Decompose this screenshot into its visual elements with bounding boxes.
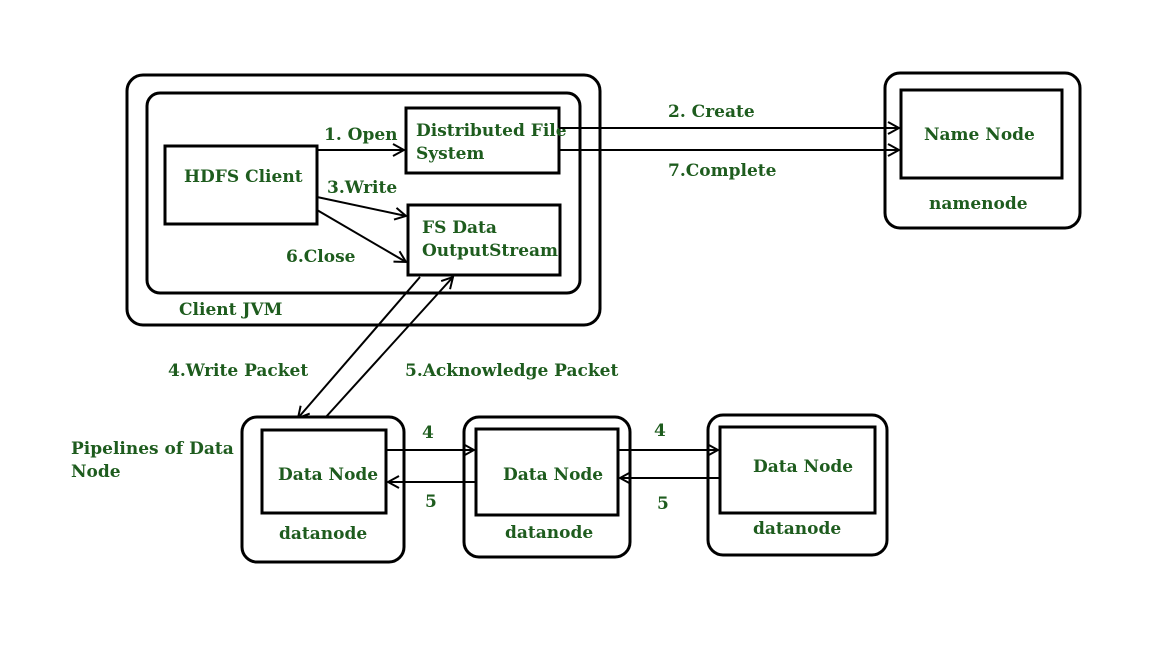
- datanode-1-box-label: Data Node: [278, 465, 378, 485]
- acknowledge-packet-arrow: [324, 277, 453, 419]
- datanode-3-inner-box: [718, 425, 877, 515]
- dfs-label-line1: Distributed File: [416, 121, 567, 141]
- dfs-label-line2: System: [416, 144, 484, 164]
- pipeline-forward-label-2: 4: [654, 421, 666, 441]
- pipeline-backward-label-1: 5: [425, 492, 437, 512]
- datanode-2-caption: datanode: [505, 523, 593, 543]
- datanode-3-caption: datanode: [753, 519, 841, 539]
- fsdos-label-line1: FS Data: [422, 218, 497, 238]
- write-packet-arrow: [298, 276, 421, 418]
- step-write-label: 3.Write: [327, 178, 397, 198]
- step-close-label: 6.Close: [286, 247, 356, 267]
- hdfs-client-box: [163, 144, 319, 226]
- datanode-2-box-label: Data Node: [503, 465, 603, 485]
- fsdos-label-line2: OutputStream: [422, 241, 558, 261]
- write-arrow: [316, 196, 406, 216]
- step-write-packet-label: 4.Write Packet: [168, 361, 308, 381]
- client-jvm-label: Client JVM: [179, 300, 283, 320]
- hdfs-client-label: HDFS Client: [184, 167, 303, 187]
- namenode-caption: namenode: [929, 194, 1028, 214]
- namenode-box-label: Name Node: [924, 125, 1035, 145]
- pipeline-label-line2: Node: [71, 462, 121, 482]
- step-acknowledge-packet-label: 5.Acknowledge Packet: [405, 361, 618, 381]
- step-open-label: 1. Open: [324, 125, 398, 145]
- distributed-file-system-box: [404, 106, 561, 175]
- fs-data-outputstream-box: [406, 203, 562, 277]
- close-arrow: [316, 209, 406, 262]
- pipeline-label-line1: Pipelines of Data: [71, 439, 234, 459]
- step-create-label: 2. Create: [668, 102, 755, 122]
- step-complete-label: 7.Complete: [668, 161, 777, 181]
- datanode-1-inner-box: [260, 428, 388, 515]
- datanode-1-caption: datanode: [279, 524, 367, 544]
- namenode-inner-box: [899, 88, 1064, 180]
- datanode-3-box-label: Data Node: [753, 457, 853, 477]
- pipeline-backward-label-2: 5: [657, 494, 669, 514]
- pipeline-forward-label-1: 4: [422, 423, 434, 443]
